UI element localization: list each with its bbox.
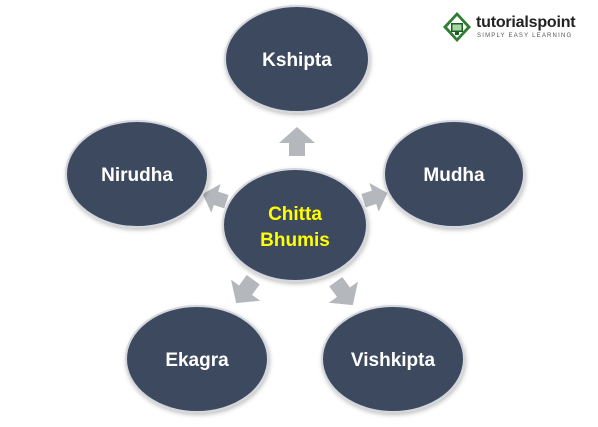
tutorialspoint-logo: tutorialspoint SIMPLY EASY LEARNING (440, 10, 590, 46)
center-node-chitta-bhumis: Chitta Bhumis (222, 168, 368, 282)
node-mudha: Mudha (383, 120, 525, 228)
node-kshipta: Kshipta (224, 5, 370, 113)
node-kshipta-label: Kshipta (262, 50, 332, 71)
center-label-line2: Bhumis (260, 230, 330, 251)
node-nirudha: Nirudha (65, 120, 209, 228)
node-ekagra: Ekagra (125, 305, 269, 413)
arrow-to-mudha (361, 183, 388, 212)
node-vishkipta: Vishkipta (321, 305, 465, 413)
logo-icon (443, 12, 471, 42)
logo-name: tutorialspoint (476, 14, 576, 31)
arrow-to-kshipta (279, 127, 315, 156)
arrow-to-vishkipta (328, 276, 358, 306)
node-vishkipta-label: Vishkipta (351, 350, 436, 371)
logo-tagline: SIMPLY EASY LEARNING (477, 33, 573, 39)
node-mudha-label: Mudha (423, 165, 485, 186)
arrow-to-nirudha (202, 184, 229, 213)
node-ekagra-label: Ekagra (165, 350, 229, 371)
arrow-to-ekagra (231, 274, 261, 304)
node-nirudha-label: Nirudha (101, 165, 173, 186)
center-label-line1: Chitta (268, 204, 322, 225)
